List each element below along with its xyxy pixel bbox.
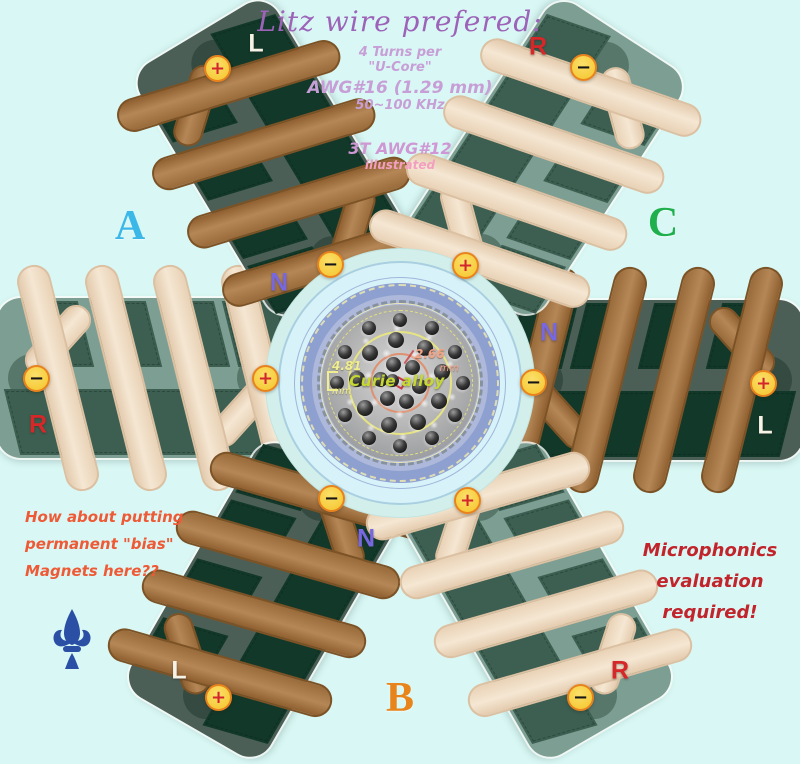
thin-blue-ring — [294, 277, 506, 489]
turns-note-line1: 4 Turns per — [358, 45, 442, 60]
microphonics-note: Microphonics evaluation required! — [643, 535, 777, 628]
cream-dashed-ring — [301, 284, 499, 482]
polarity-marker-plus-east: + — [750, 370, 777, 397]
winding-letter-N-east: N — [539, 318, 559, 347]
perforation-hole — [379, 390, 395, 406]
highlight-spot — [364, 370, 374, 380]
bias-note-line3: Magnets here?? — [25, 562, 159, 580]
core-material-label: Curie alloy — [349, 372, 445, 390]
perforation-hole — [424, 430, 439, 445]
highlight-spot — [366, 424, 375, 433]
perforation-hole — [447, 407, 462, 422]
winding-letter-R-southeast: R — [610, 656, 630, 685]
inner-diameter-unit: mm — [439, 363, 459, 374]
fleur-de-lis-icon — [53, 609, 91, 669]
polarity-marker-plus-west: + — [252, 365, 279, 392]
polarity-marker-plus-southwest: + — [205, 684, 232, 711]
perforation-hole — [410, 413, 427, 430]
highlight-spot — [362, 337, 371, 346]
perforation-hole — [338, 407, 353, 422]
winding-letter-N-northwest: N — [269, 268, 289, 297]
perforation-hole — [349, 371, 366, 388]
outer-diameter-value: 4.81 — [332, 359, 362, 373]
perforation-hole — [393, 439, 407, 453]
illustrated-spec: 3T AWG#12 — [348, 139, 452, 158]
perforation-hole — [356, 399, 373, 416]
curie-alloy-disc — [322, 305, 478, 461]
perforation-hole — [361, 430, 376, 445]
perforation-hole — [393, 313, 407, 327]
highlight-spot — [425, 333, 434, 342]
highlight-spot — [446, 359, 455, 368]
winding-letter-R-west: R — [28, 410, 48, 439]
micro-note-line3: required! — [662, 602, 758, 623]
illustrated-note: illustrated — [364, 158, 436, 172]
phase-label-C: C — [647, 200, 679, 246]
highlight-spot — [448, 392, 457, 401]
highlight-spot — [426, 372, 436, 382]
perforation-hole — [433, 363, 450, 380]
polarity-marker-minus-west: − — [23, 365, 50, 392]
highlight-spot — [345, 398, 354, 407]
highlight-spot — [393, 325, 402, 334]
bias-note-line1: How about putting — [25, 508, 184, 526]
micro-note-line1: Microphonics — [642, 540, 778, 561]
polarity-marker-minus-east: − — [520, 369, 547, 396]
highlight-spot — [429, 420, 438, 429]
highlight-spot — [382, 349, 392, 359]
polarity-marker-plus-northeast: + — [452, 252, 479, 279]
phase-label-A: A — [114, 203, 146, 249]
gray-tick-ring — [317, 300, 483, 466]
polarity-marker-minus-southeast: − — [567, 684, 594, 711]
polarity-marker-plus-southeast: + — [454, 487, 481, 514]
winding-letter-L-northwest: L — [248, 29, 264, 58]
perforation-hole — [447, 344, 462, 359]
perforation-hole — [338, 344, 353, 359]
turns-note-line2: "U-Core" — [368, 60, 432, 75]
perforation-hole — [330, 376, 344, 390]
polarity-marker-minus-northwest: − — [317, 251, 344, 278]
page-title: Litz wire prefered: — [257, 5, 543, 38]
perforation-hole — [388, 332, 405, 349]
perforation-hole — [385, 373, 399, 387]
inner-diameter-value: 2.66 — [415, 347, 445, 361]
perforation-hole — [361, 344, 378, 361]
perforation-hole — [456, 376, 470, 390]
perforation-hole — [399, 394, 415, 410]
perforation-hole — [380, 416, 397, 433]
perforation-hole — [405, 360, 421, 376]
frequency-range: 50~100 KHz — [355, 98, 445, 113]
micro-note-line2: evaluation — [656, 571, 764, 592]
highlight-spot — [369, 397, 379, 407]
perforation-hole — [385, 356, 401, 372]
highlight-spot — [394, 410, 404, 420]
cream-edge-ring — [320, 303, 480, 463]
polarity-marker-plus-northwest: + — [204, 55, 231, 82]
outer-diameter-unit: mm — [332, 386, 352, 397]
bias-magnet-note: How about putting permanent "bias" Magne… — [25, 504, 184, 585]
polarity-marker-minus-southwest: − — [318, 485, 345, 512]
highlight-spot — [343, 365, 352, 374]
measure-bracket — [327, 371, 338, 391]
perforation-hole — [416, 339, 433, 356]
wire-spec: AWG#16 (1.29 mm) — [307, 78, 493, 98]
perforation-hole — [412, 378, 428, 394]
winding-letter-L-east: L — [757, 411, 773, 440]
winding-letter-N-southwest: N — [356, 524, 376, 553]
perforation-hole — [430, 393, 447, 410]
inner-diameter-label: 2.66 mm — [415, 347, 459, 374]
highlight-spot — [420, 399, 429, 409]
winding-letter-R-northeast: R — [528, 32, 548, 61]
highlight-spot — [398, 432, 407, 441]
perforation-hole — [424, 321, 439, 336]
perforation-hole — [361, 321, 376, 336]
phase-label-B: B — [385, 675, 415, 721]
outer-diameter-label: 4.81 mm — [332, 359, 362, 397]
bias-note-line2: permanent "bias" — [25, 535, 174, 553]
polarity-marker-minus-northeast: − — [570, 54, 597, 81]
highlight-spot — [410, 350, 420, 360]
title-block: Litz wire prefered: 4 Turns per "U-Core"… — [257, 5, 542, 172]
perforation-hole — [372, 372, 388, 388]
winding-letter-L-southwest: L — [171, 656, 187, 685]
